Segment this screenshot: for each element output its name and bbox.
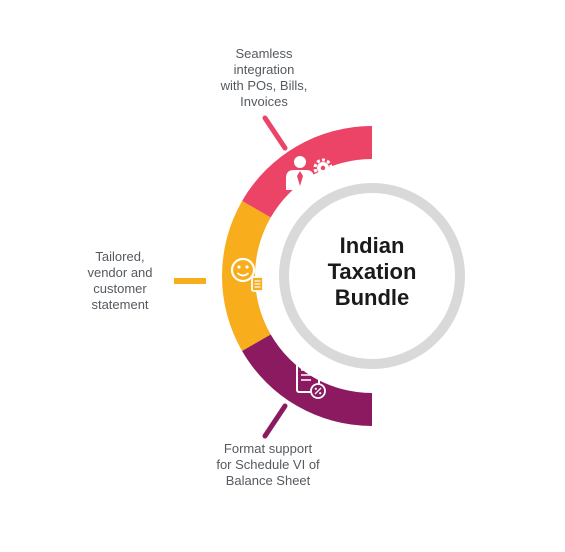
center-title-line-2: Taxation xyxy=(327,259,417,284)
label-format: Format support for Schedule VI of Balanc… xyxy=(200,441,336,489)
connector-integration xyxy=(262,115,288,151)
percent-document-icon xyxy=(296,363,326,399)
smiley-document-icon xyxy=(230,257,264,292)
center-title-line-1: Indian xyxy=(339,233,405,258)
center-disk xyxy=(258,162,486,390)
label-statement-line-4: statement xyxy=(91,297,149,312)
businessman-gear-icon xyxy=(286,156,333,190)
label-integration-line-2: integration xyxy=(233,62,295,77)
label-integration-line-3: with POs, Bills, xyxy=(220,78,308,93)
label-statement-line-3: customer xyxy=(93,281,147,296)
center-ring xyxy=(279,183,465,369)
label-integration-line-4: Invoices xyxy=(240,94,288,109)
segment-statement xyxy=(222,201,271,351)
connector-statement xyxy=(174,278,206,284)
label-statement-line-2: vendor and xyxy=(87,265,153,280)
label-integration-line-1: Seamless xyxy=(235,46,293,61)
label-statement: Tailored, vendor and customer statement xyxy=(70,249,170,313)
center-title: Indian Taxation Bundle xyxy=(292,233,452,311)
label-statement-line-1: Tailored, xyxy=(95,249,145,264)
label-integration: Seamless integration with POs, Bills, In… xyxy=(196,46,332,110)
center-title-line-3: Bundle xyxy=(334,285,410,310)
label-format-line-1: Format support xyxy=(223,441,313,456)
label-format-line-2: for Schedule VI of xyxy=(216,457,320,472)
label-format-line-3: Balance Sheet xyxy=(225,473,311,488)
connector-format xyxy=(262,403,288,439)
